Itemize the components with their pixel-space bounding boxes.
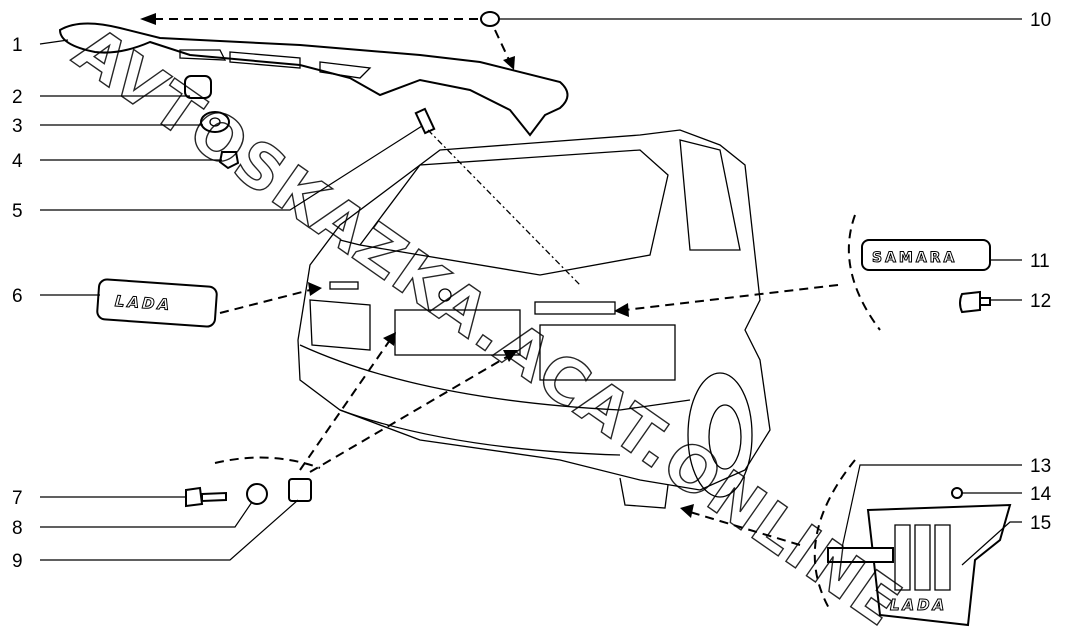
part-10-washer	[480, 11, 500, 27]
watermark: AVTOSKAZKA.ACAT.ONLINE	[61, 12, 915, 641]
callout-14: 14	[1030, 484, 1052, 505]
mudflap: LADA	[827, 503, 1012, 627]
car-body	[297, 129, 771, 509]
callout-10: 10	[1030, 10, 1051, 31]
callout-7: 7	[12, 488, 23, 509]
callout-numbers: 1 2 3 4 5 6 7 8 9 10 11 12 13 14 15	[12, 10, 1052, 572]
part-9-clip	[288, 478, 312, 502]
callout-4: 4	[12, 151, 23, 172]
callout-8: 8	[12, 518, 23, 539]
part-8-washer	[246, 483, 268, 505]
rear-emblem-text: LADA	[114, 292, 172, 314]
part-12-cap	[959, 290, 991, 314]
side-emblem: SAMARA	[861, 239, 991, 271]
callout-15: 15	[1030, 513, 1051, 534]
callout-1: 1	[12, 35, 23, 56]
leader-lines	[39, 18, 1022, 566]
part-13-bracket	[827, 547, 894, 563]
part-7-screw	[185, 486, 227, 508]
part-14-nut	[951, 487, 963, 499]
callout-6: 6	[12, 286, 23, 307]
callout-3: 3	[12, 116, 23, 137]
callout-5: 5	[12, 201, 23, 222]
callout-2: 2	[12, 87, 23, 108]
callout-9: 9	[12, 551, 23, 572]
mudflap-emblem-text: LADA	[890, 596, 947, 614]
part-3-washer	[200, 111, 230, 133]
rear-emblem: LADA	[96, 278, 218, 328]
part-2-holder	[184, 75, 212, 99]
callout-13: 13	[1030, 456, 1051, 477]
part-5-stud	[414, 107, 436, 135]
side-emblem-text: SAMARA	[872, 250, 957, 266]
parts-left	[184, 11, 991, 508]
callout-12: 12	[1030, 291, 1051, 312]
assembly-arrows	[140, 13, 881, 611]
spoiler	[58, 22, 569, 137]
callout-11: 11	[1030, 251, 1050, 272]
